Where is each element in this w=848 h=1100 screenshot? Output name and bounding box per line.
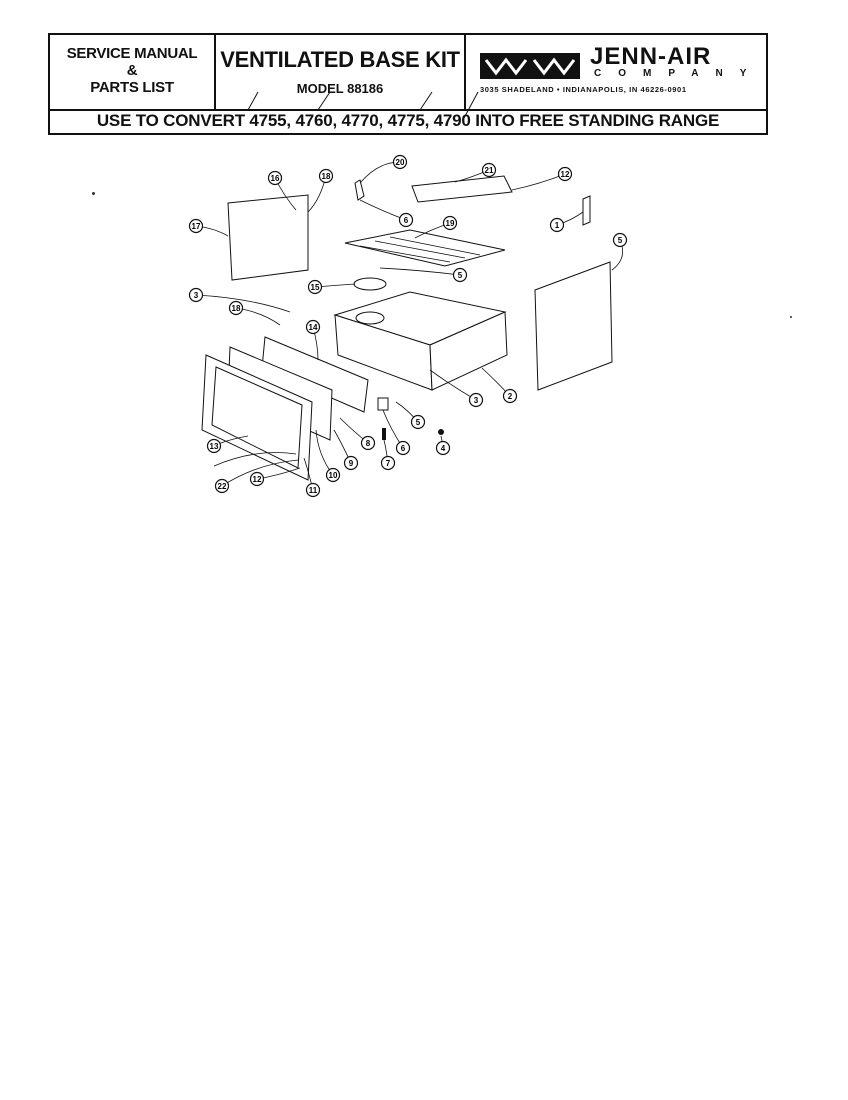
callout-6: 6 bbox=[395, 440, 411, 456]
base-box-side bbox=[429, 311, 508, 391]
model-number: MODEL 88186 bbox=[296, 81, 384, 96]
service-manual-label: SERVICE MANUAL bbox=[66, 45, 198, 62]
kit-title: VENTILATED BASE KIT bbox=[220, 47, 460, 72]
callout-number: 7 bbox=[386, 459, 391, 468]
callout-number: 15 bbox=[311, 283, 320, 292]
callout-20: 20 bbox=[392, 154, 408, 170]
callout-number: 5 bbox=[416, 418, 421, 427]
callout-19: 19 bbox=[442, 215, 458, 231]
outer-front-grille bbox=[201, 354, 313, 481]
brand-name: JENN-AIR bbox=[590, 43, 712, 70]
screw-part bbox=[382, 428, 386, 440]
grill-rack bbox=[344, 229, 506, 267]
callout-9: 9 bbox=[343, 455, 359, 471]
left-side-panel bbox=[227, 194, 309, 281]
leader-lines bbox=[247, 91, 479, 119]
callout-7: 7 bbox=[380, 455, 396, 471]
callout-10: 10 bbox=[325, 467, 341, 483]
title-block-top-row: SERVICE MANUAL & PARTS LIST VENTILATED B… bbox=[50, 35, 766, 111]
callout-number: 2 bbox=[508, 392, 513, 401]
callout-number: 14 bbox=[309, 323, 318, 332]
callout-17: 17 bbox=[188, 218, 204, 234]
company-address: 3035 SHADELAND • INDIANAPOLIS, IN 46226-… bbox=[480, 85, 687, 94]
callout-number: 17 bbox=[192, 222, 201, 231]
callout-number: 3 bbox=[194, 291, 199, 300]
callout-3: 3 bbox=[188, 287, 204, 303]
callout-5: 5 bbox=[410, 414, 426, 430]
callout-number: 18 bbox=[232, 304, 241, 313]
clip-part bbox=[582, 195, 591, 226]
bracket-part bbox=[354, 179, 365, 201]
callout-markers: 20 21 12 16 18 17 6 1 19 5 15 3 18 14 2 3 5 5 8 6 4 7 9 13 10 11 1… bbox=[188, 154, 628, 498]
grill-rack-bars bbox=[359, 236, 481, 263]
hinge-bracket bbox=[377, 397, 389, 411]
callout-2: 2 bbox=[502, 388, 518, 404]
callout-4: 4 bbox=[435, 440, 451, 456]
foot-part bbox=[438, 429, 444, 435]
callout-number: 1 bbox=[555, 221, 560, 230]
base-vent-opening bbox=[355, 311, 385, 325]
callout-number: 19 bbox=[446, 219, 455, 228]
callout-15: 15 bbox=[307, 279, 323, 295]
callout-number: 18 bbox=[322, 172, 331, 181]
callout-number: 22 bbox=[218, 482, 227, 491]
callout-21: 21 bbox=[481, 162, 497, 178]
scan-speck bbox=[790, 316, 792, 318]
callout-number: 3 bbox=[474, 396, 479, 405]
callout-11: 11 bbox=[305, 482, 321, 498]
callout-6: 6 bbox=[398, 212, 414, 228]
callout-number: 12 bbox=[561, 170, 570, 179]
callout-number: 12 bbox=[253, 475, 262, 484]
vent-fan bbox=[353, 277, 387, 291]
callout-number: 10 bbox=[329, 471, 338, 480]
right-side-panel bbox=[534, 261, 613, 391]
callout-1: 1 bbox=[549, 217, 565, 233]
callout-number: 4 bbox=[441, 444, 446, 453]
conversion-note: USE TO CONVERT 4755, 4760, 4770, 4775, 4… bbox=[96, 111, 720, 130]
logo-chevrons-icon bbox=[484, 57, 576, 76]
callout-number: 13 bbox=[210, 442, 219, 451]
callout-18: 18 bbox=[228, 300, 244, 316]
callout-number: 6 bbox=[401, 444, 406, 453]
kit-title-cell: VENTILATED BASE KIT MODEL 88186 bbox=[216, 35, 466, 109]
callout-number: 9 bbox=[349, 459, 354, 468]
outer-front-grille-inner bbox=[211, 366, 303, 469]
callout-number: 21 bbox=[485, 166, 494, 175]
callout-3: 3 bbox=[468, 392, 484, 408]
callout-5: 5 bbox=[612, 232, 628, 248]
callout-5: 5 bbox=[452, 267, 468, 283]
scan-speck bbox=[92, 192, 95, 195]
callout-number: 16 bbox=[271, 174, 280, 183]
callout-number: 5 bbox=[618, 236, 623, 245]
callout-13: 13 bbox=[206, 438, 222, 454]
callout-number: 11 bbox=[309, 486, 318, 495]
ampersand-label: & bbox=[126, 62, 138, 79]
callout-number: 6 bbox=[404, 216, 409, 225]
trim-strip bbox=[411, 175, 513, 203]
callout-number: 8 bbox=[366, 439, 371, 448]
jenn-air-logo bbox=[480, 53, 580, 79]
callout-8: 8 bbox=[360, 435, 376, 451]
callout-18: 18 bbox=[318, 168, 334, 184]
manual-type-cell: SERVICE MANUAL & PARTS LIST bbox=[50, 35, 216, 109]
parts-list-label: PARTS LIST bbox=[90, 79, 174, 96]
title-block: SERVICE MANUAL & PARTS LIST VENTILATED B… bbox=[48, 33, 768, 135]
callout-22: 22 bbox=[214, 478, 230, 494]
callout-12: 12 bbox=[249, 471, 265, 487]
company-label: COMPANY bbox=[594, 68, 764, 79]
callout-number: 5 bbox=[458, 271, 463, 280]
callout-12: 12 bbox=[557, 166, 573, 182]
inner-front-frame bbox=[261, 336, 369, 413]
callout-number: 20 bbox=[396, 158, 405, 167]
company-cell: JENN-AIR COMPANY 3035 SHADELAND • INDIAN… bbox=[466, 35, 766, 109]
callout-16: 16 bbox=[267, 170, 283, 186]
callout-14: 14 bbox=[305, 319, 321, 335]
